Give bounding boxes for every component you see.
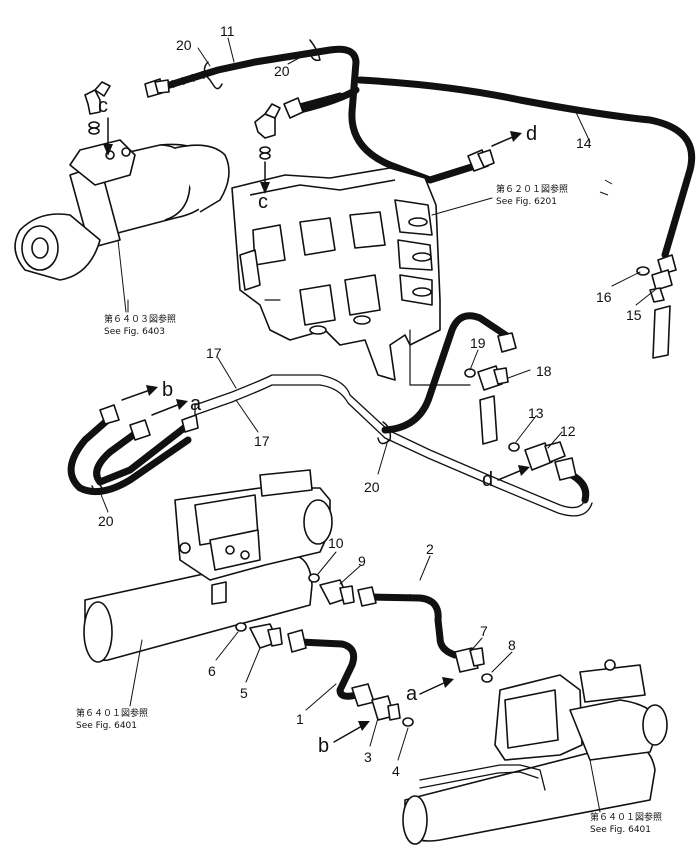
callout-12: 12: [560, 423, 576, 439]
letter-a-lower: a: [406, 683, 418, 705]
callout-8: 8: [508, 637, 516, 653]
letter-d-upper: d: [526, 123, 537, 145]
pipe-17: [194, 374, 593, 517]
fitting-15: [649, 254, 677, 359]
ref-6401-right-en: See Fig. 6401: [590, 825, 651, 835]
callout-16: 16: [596, 289, 612, 305]
arrow-d-lower: [497, 465, 530, 481]
ref-6401-left-en: See Fig. 6401: [76, 721, 137, 731]
hose-11: [156, 58, 259, 92]
callout-15: 15: [626, 307, 642, 323]
arrow-d-upper: [491, 131, 522, 147]
hose-to-d-upper: [292, 92, 491, 173]
control-valve-center: [231, 167, 471, 386]
callout-20-top: 20: [176, 37, 192, 53]
hose-1-end: [287, 629, 307, 653]
elbow-fitting-center: [254, 103, 281, 160]
callout-17-upper: 17: [206, 345, 222, 361]
clamp-20-top: [203, 61, 223, 90]
arrow-c-center: [260, 161, 270, 194]
callout-3: 3: [364, 749, 372, 765]
o-ring-16: [636, 266, 650, 276]
arrow-a-lower: [419, 677, 454, 695]
o-ring-4: [402, 717, 414, 727]
fitting-7: [454, 647, 485, 673]
callout-11: 11: [220, 23, 235, 39]
elbow-5: [249, 623, 283, 649]
hose-11-end-fitting: [144, 78, 170, 98]
callout-20-top-right: 20: [274, 63, 290, 79]
arrow-b-lower: [333, 721, 370, 743]
part-callouts: 11 20 20 14 16 15 19 18 13 12 17 17 20 2…: [98, 23, 642, 779]
callout-13: 13: [528, 405, 544, 421]
hose-end-fitting-center: [283, 97, 304, 119]
letter-b-left: b: [162, 379, 173, 401]
callout-4: 4: [392, 763, 400, 779]
o-ring-10: [308, 573, 320, 583]
letter-a-left: a: [190, 393, 202, 415]
cylinder-top-left: [14, 139, 230, 281]
letter-c-left: c: [98, 95, 108, 117]
hose-2: [366, 593, 459, 659]
ref-6401-left-jp: 第６４０１図参照: [76, 707, 148, 719]
hose-end-fitting-d-upper: [467, 149, 495, 172]
fitting-3: [351, 683, 401, 721]
clamp-20-top-right: [309, 39, 321, 62]
letter-b-lower: b: [318, 735, 329, 757]
callout-18: 18: [536, 363, 552, 379]
callout-1: 1: [296, 711, 304, 727]
cylinder-bottom-left: [83, 469, 333, 663]
hose-b-a-left: [67, 414, 192, 496]
callout-2: 2: [426, 541, 434, 557]
o-ring-6: [235, 622, 247, 632]
leader-lines: [99, 37, 656, 813]
ref-6403-en: See Fig. 6403: [104, 327, 165, 337]
hose-19-end: [497, 332, 517, 353]
callout-20-center: 20: [364, 479, 380, 495]
letter-c-center: c: [258, 191, 268, 213]
callout-10: 10: [328, 535, 344, 551]
elbow-9: [319, 579, 355, 605]
ref-6403-jp: 第６４０３図参照: [104, 313, 176, 325]
callout-14: 14: [576, 135, 592, 151]
callout-19: 19: [470, 335, 486, 351]
o-ring-13: [508, 442, 520, 452]
ref-6401-right-jp: 第６４０１図参照: [590, 811, 662, 823]
callout-20-left: 20: [98, 513, 114, 529]
arrow-a-left: [151, 399, 188, 416]
connection-letters: c c d b a d a b: [98, 95, 537, 757]
ref-6201-jp: 第６２０１図参照: [496, 183, 568, 195]
clamp-20-center: [377, 421, 392, 445]
hose-1: [296, 638, 364, 700]
arrow-b-left: [121, 385, 158, 401]
hose-19: [381, 312, 514, 434]
cylinder-bottom-right: [402, 659, 668, 845]
letter-d-lower: d: [482, 469, 493, 491]
clamp-20-left: [91, 475, 105, 494]
fitting-18: [477, 365, 509, 445]
elbow-fitting-top-left: [84, 81, 111, 135]
fitting-12: [524, 441, 577, 481]
figure-references: 第６４０３図参照 See Fig. 6403 第６２０１図参照 See Fig.…: [76, 183, 662, 835]
callout-9: 9: [358, 553, 366, 569]
callout-6: 6: [208, 663, 216, 679]
callout-7: 7: [480, 623, 488, 639]
callout-17-lower: 17: [254, 433, 270, 449]
hose-end-fittings-left: [99, 404, 199, 441]
o-ring-8: [481, 673, 493, 683]
ref-6201-en: See Fig. 6201: [496, 197, 557, 207]
callout-5: 5: [240, 685, 248, 701]
hose-2-end: [357, 586, 377, 607]
arrow-c-left: [103, 117, 113, 156]
